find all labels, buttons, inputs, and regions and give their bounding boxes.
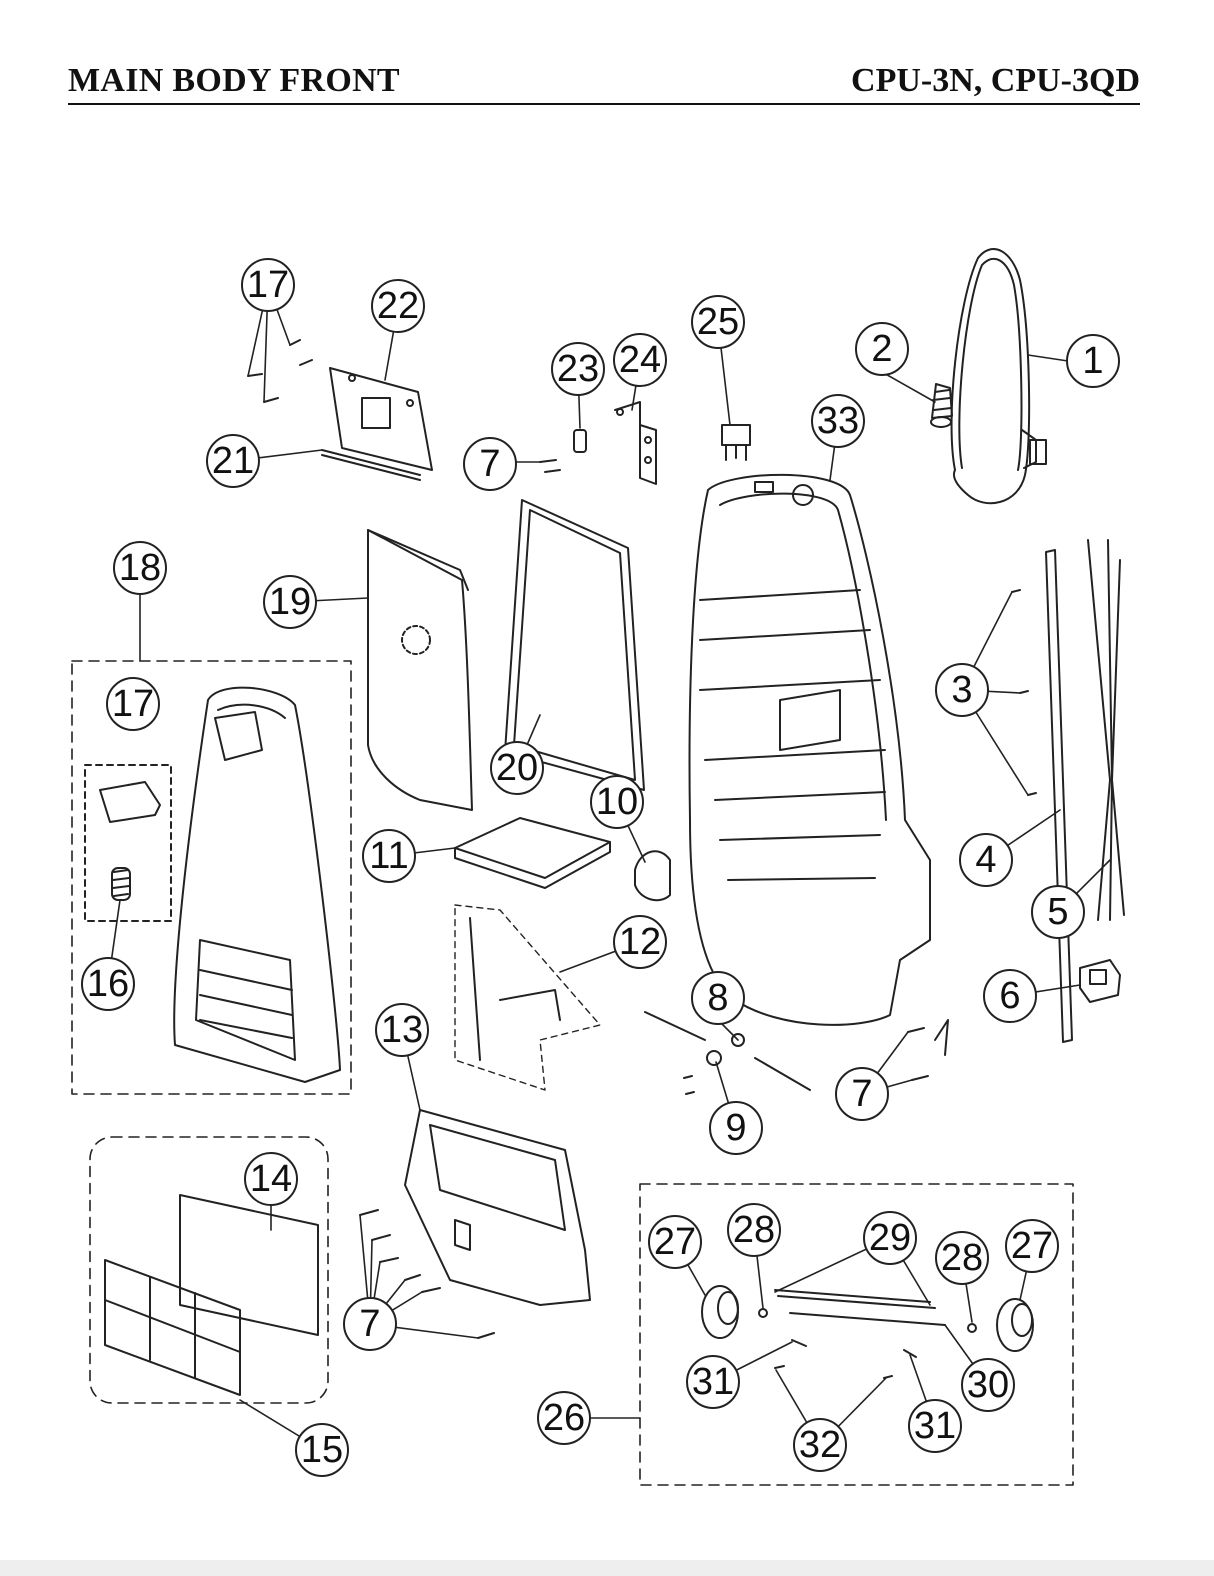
clip-part [573,429,587,453]
callout-33: 33 [817,400,859,442]
callout-25: 25 [697,301,739,343]
callout-18: 18 [119,547,161,589]
callout-10: 10 [596,781,638,823]
callout-23: 23 [557,348,599,390]
callout-15: 15 [301,1429,343,1471]
callout-17-door: 17 [112,683,154,725]
callout-5: 5 [1047,891,1068,933]
wire-harness-part [1087,539,1125,921]
callout-32: 32 [799,1424,841,1466]
callout-28-right: 28 [941,1237,983,1279]
side-rail-part [1011,549,1073,1043]
screw-set-7-lower [359,1209,495,1339]
switch-bracket-part [614,401,657,485]
callout-8: 8 [707,977,728,1019]
footer-band [0,1560,1214,1576]
group-box-18 [71,660,352,1095]
wheel-assembly-part [701,1285,1034,1379]
page-title: MAIN BODY FRONT [68,62,400,99]
screw-set-7-middle [539,459,561,473]
callout-28-left: 28 [733,1209,775,1251]
bag-door-part [173,686,341,1083]
callout-21: 21 [212,440,254,482]
callout-2: 2 [871,328,892,370]
screw-set-17-upper [247,339,313,403]
gasket-frame-part [504,499,645,791]
callout-9: 9 [725,1107,746,1149]
model-number: CPU-3N, CPU-3QD [851,62,1140,99]
filter-pad-part [454,817,611,889]
callout-7-lower: 7 [359,1303,380,1345]
pivot-assembly-part [644,1011,811,1095]
callout-27-right: 27 [1011,1225,1053,1267]
callout-27-left: 27 [654,1221,696,1263]
callout-29: 29 [869,1217,911,1259]
callout-13: 13 [381,1009,423,1051]
callout-22: 22 [377,285,419,327]
callout-7-right: 7 [851,1073,872,1115]
filter-grille-part [104,1259,241,1396]
strain-relief-part [930,383,953,428]
header-rule [68,103,1140,105]
power-cord-part [950,248,1047,505]
callout-20: 20 [496,747,538,789]
callout-circles [81,258,1120,1477]
callout-1: 1 [1082,340,1103,382]
callout-6: 6 [999,975,1020,1017]
callout-7-upper: 7 [479,443,500,485]
callout-4: 4 [975,839,996,881]
duct-part [454,904,601,1091]
group-box-26 [639,1183,1074,1486]
motor-cap-part [634,850,671,902]
latch-part [99,781,161,823]
screw-set-7-right [907,1019,949,1081]
group-box-15 [89,1136,329,1404]
callout-26: 26 [543,1397,585,1439]
callout-3: 3 [951,669,972,711]
hinge-plate-part [329,367,433,471]
callout-16: 16 [87,963,129,1005]
filter-foam-part [179,1194,319,1336]
group-box-17 [84,764,172,922]
rocker-switch-part [721,424,751,461]
callout-12: 12 [619,921,661,963]
callout-31-left: 31 [692,1361,734,1403]
callout-31-right: 31 [914,1405,956,1447]
callout-14: 14 [250,1158,292,1200]
spring-part [111,867,131,901]
connector-part [1079,959,1121,1003]
callout-11: 11 [369,835,408,877]
callout-19: 19 [269,581,311,623]
main-housing-part [688,473,931,1026]
callout-17-upper: 17 [247,264,289,306]
front-cover-panel-part [367,529,473,811]
seal-strip-part [321,449,421,481]
lower-housing-part [404,1109,591,1306]
callout-24: 24 [619,339,661,381]
callout-30: 30 [967,1364,1009,1406]
